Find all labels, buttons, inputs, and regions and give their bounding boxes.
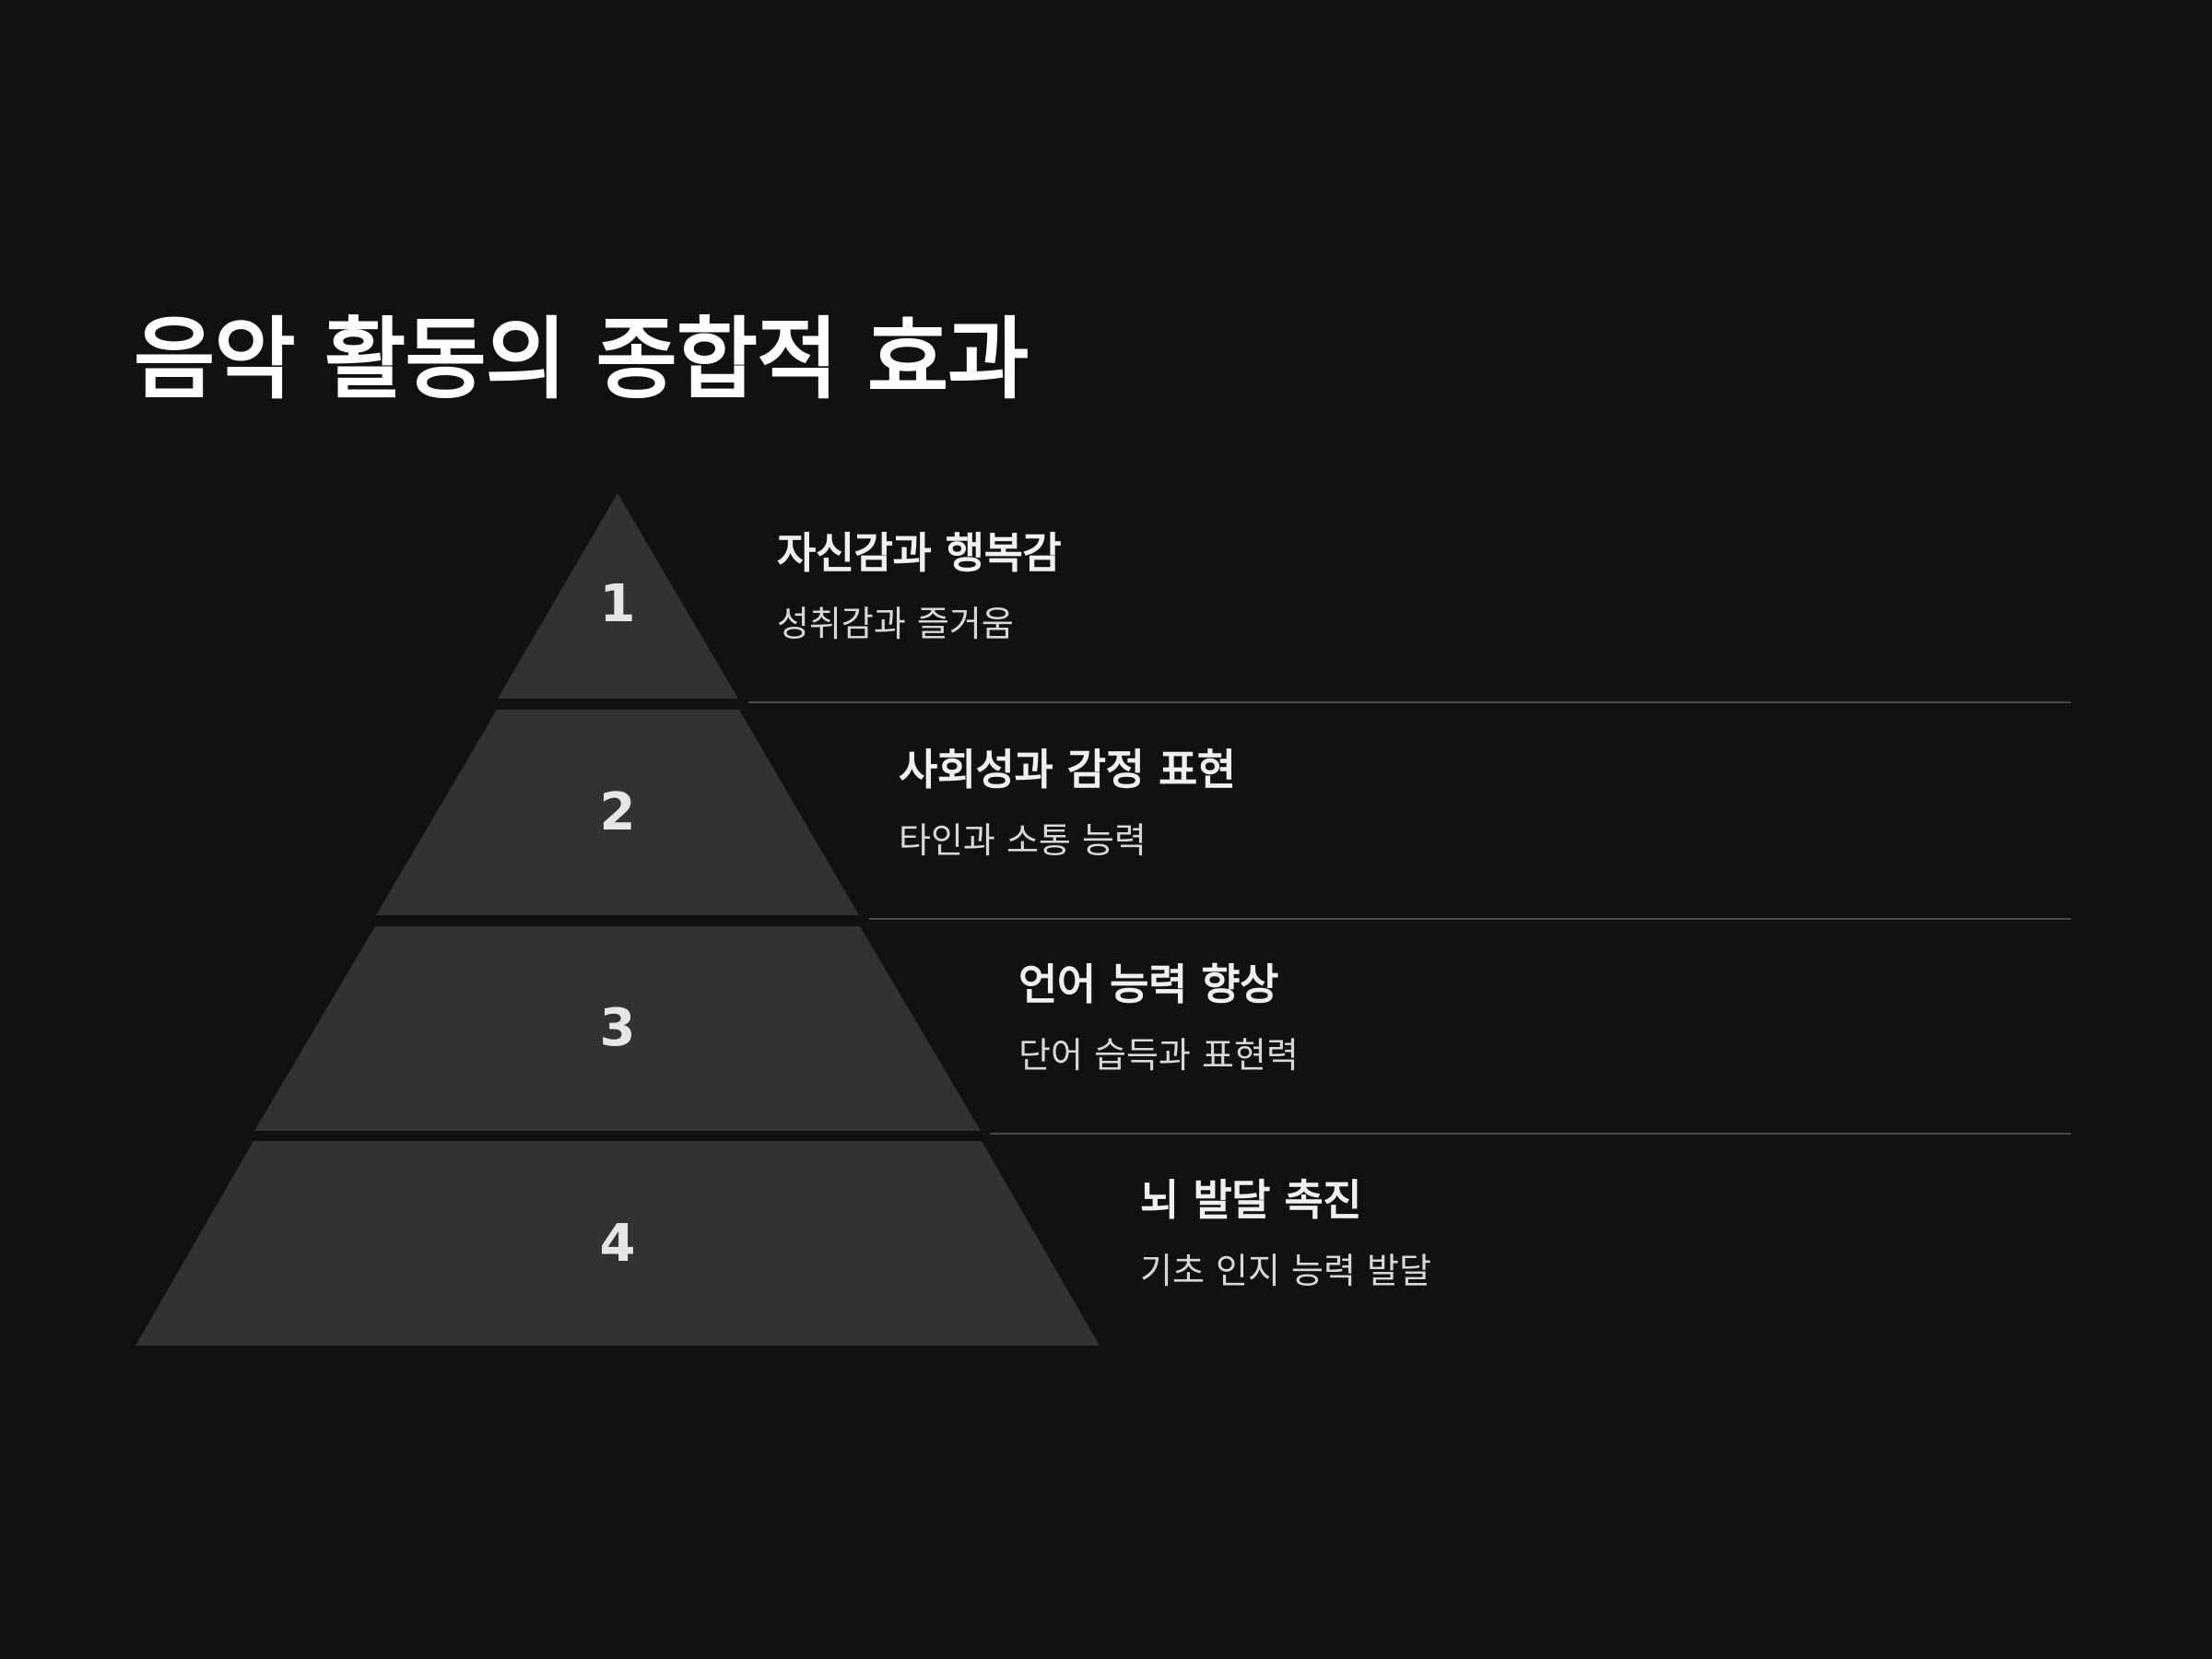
tier-number-3: 3 <box>600 998 636 1058</box>
pyramid-tier-1 <box>498 493 738 699</box>
tier-label-3: 언어 능력 향상 단어 습득과 표현력 <box>1018 957 1299 1078</box>
tier-heading: 사회성과 감정 표현 <box>899 745 1236 794</box>
tier-description: 성취감과 즐거움 <box>777 604 1014 644</box>
tier-number-4: 4 <box>600 1214 636 1274</box>
tier-number-1: 1 <box>600 574 636 634</box>
pyramid-tier-3 <box>254 926 981 1131</box>
tier-heading: 자신감과 행복감 <box>777 528 1062 578</box>
tier-description: 단어 습득과 표현력 <box>1018 1035 1299 1076</box>
tier-heading: 언어 능력 향상 <box>1018 959 1278 1009</box>
tier-label-4: 뇌 발달 촉진 기초 인지 능력 발달 <box>1140 1172 1431 1294</box>
tier-description: 기초 인지 능력 발달 <box>1140 1251 1431 1291</box>
tier-heading: 뇌 발달 촉진 <box>1140 1175 1362 1225</box>
pyramid-tier-2 <box>376 710 859 915</box>
pyramid-tier-4 <box>135 1141 1100 1346</box>
tier-description: 타인과 소통 능력 <box>899 820 1147 861</box>
tier-label-1: 자신감과 행복감 성취감과 즐거움 <box>777 525 1062 647</box>
page-title: 음악 활동의 종합적 효과 <box>134 308 1029 411</box>
tier-label-2: 사회성과 감정 표현 타인과 소통 능력 <box>899 742 1236 864</box>
tier-number-2: 2 <box>600 782 636 842</box>
